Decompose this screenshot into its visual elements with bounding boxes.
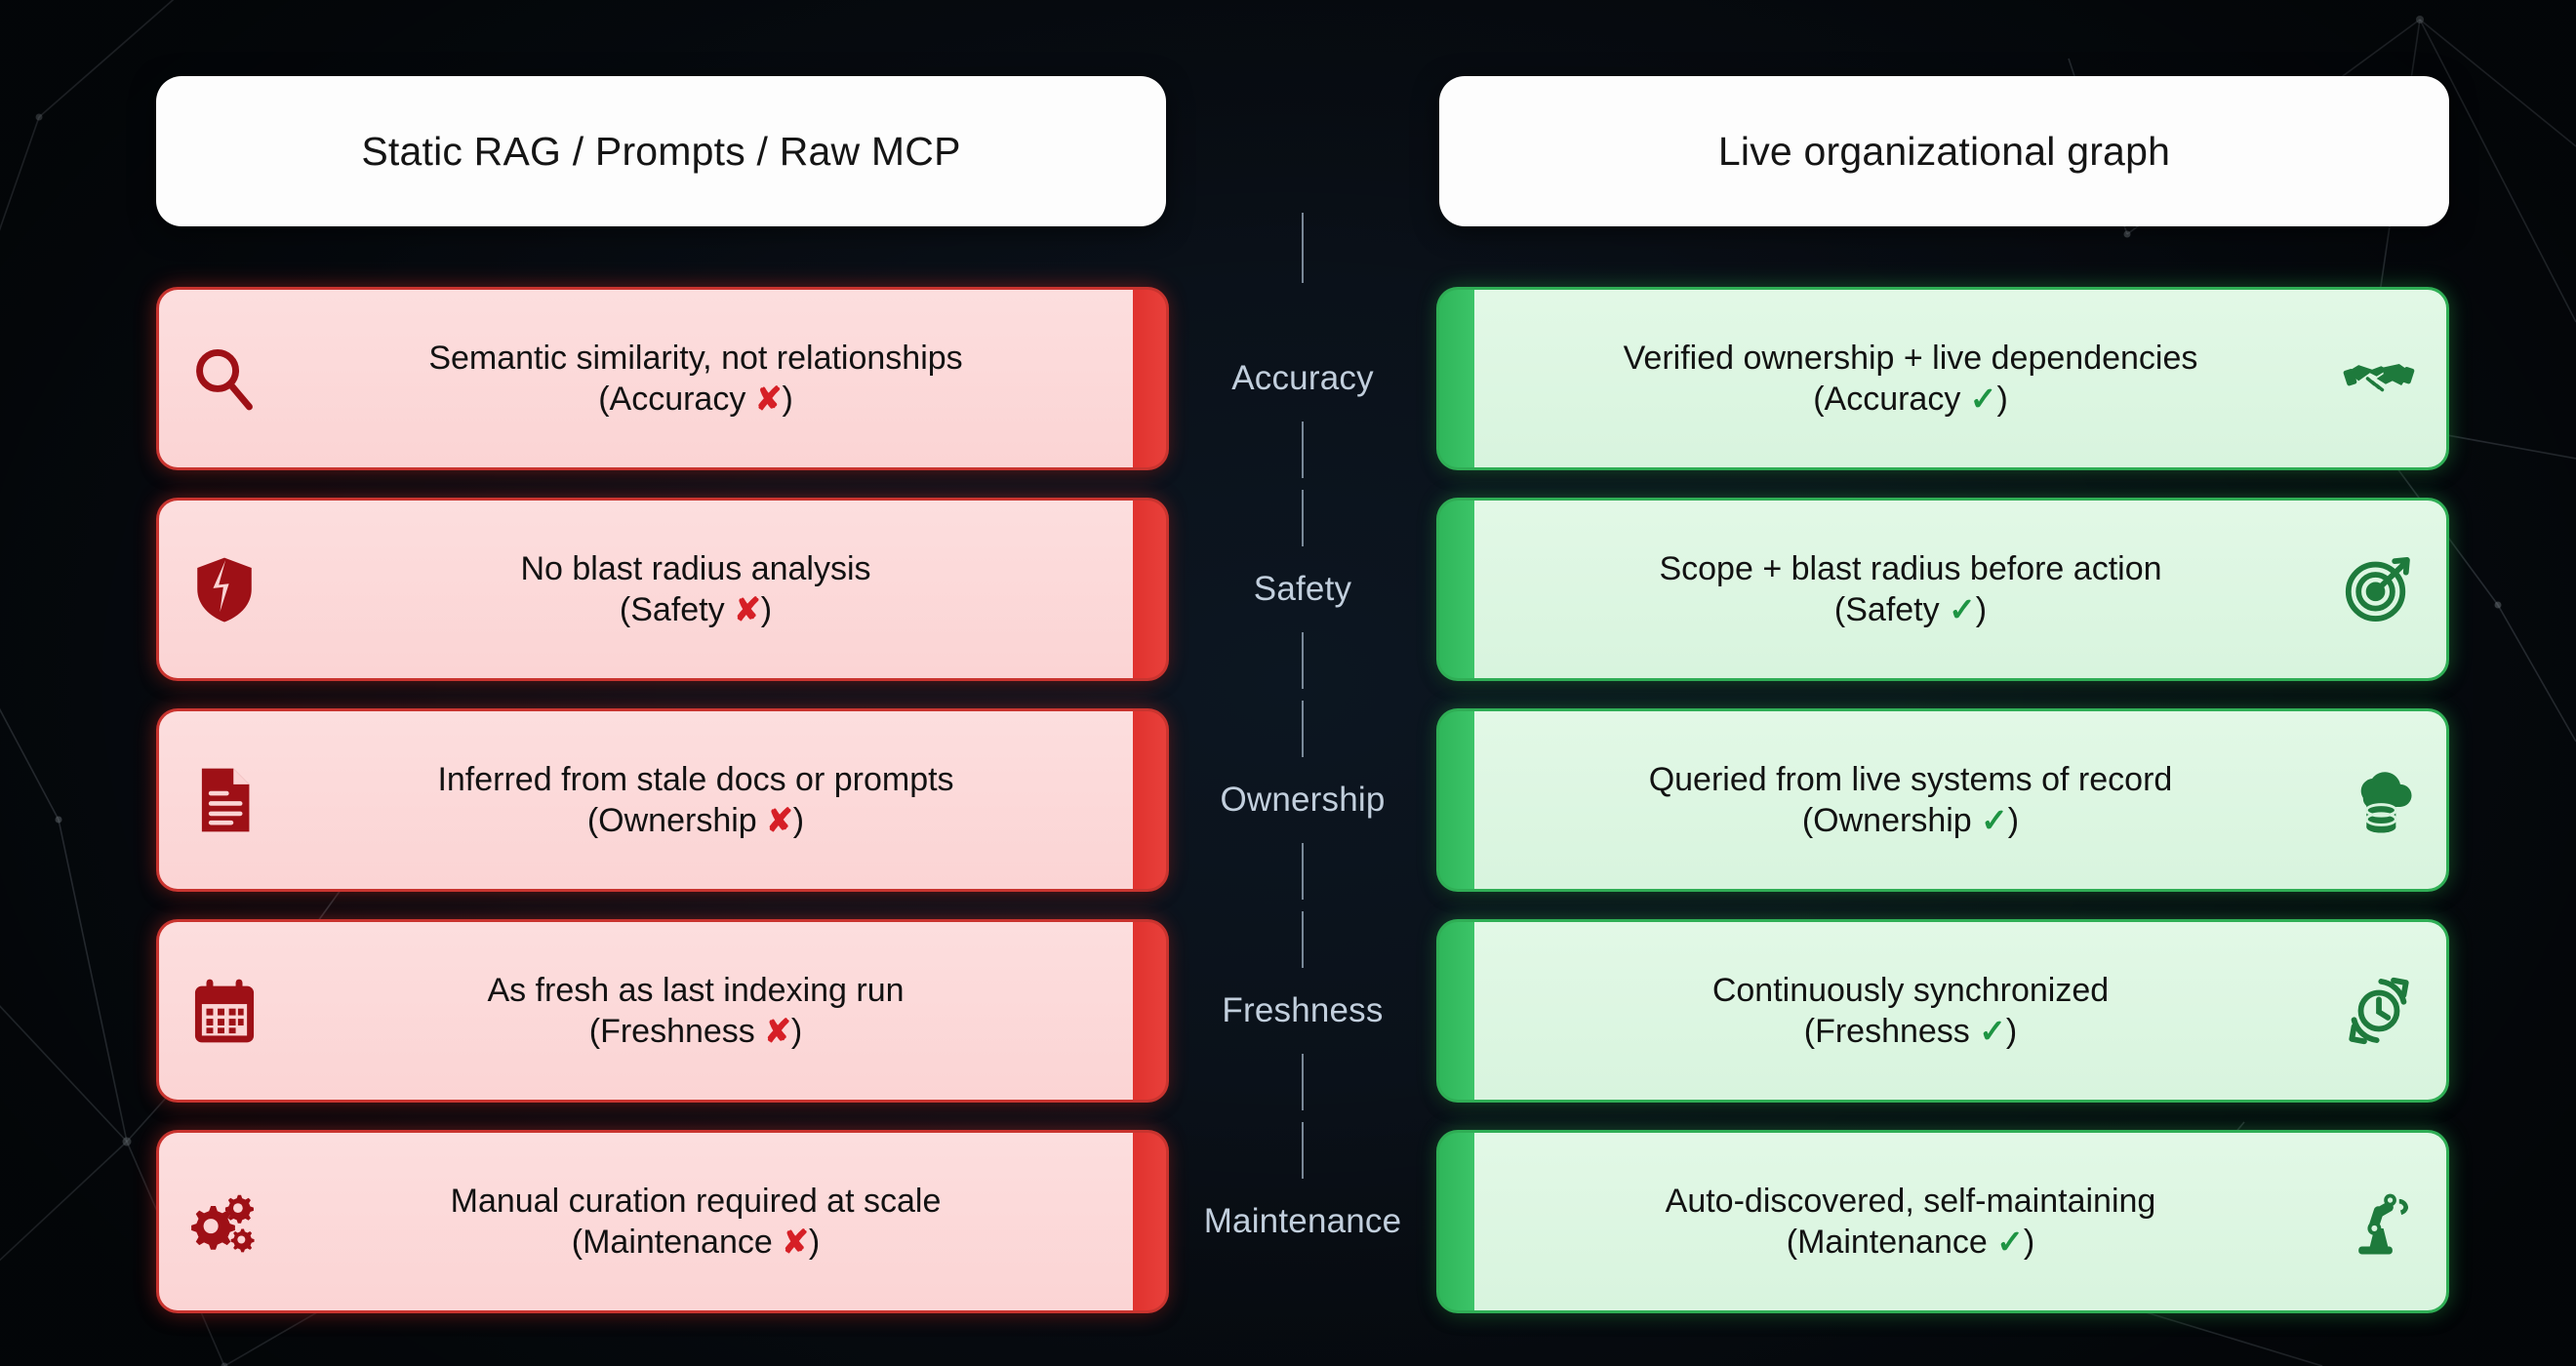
card-bad-maintenance: Manual curation required at scale (Maint… [156, 1130, 1169, 1313]
row-ownership-bad: Inferred from stale docs or prompts (Own… [156, 695, 1169, 905]
card-line2: (Accuracy ✓) [1813, 381, 2008, 418]
card-good-maintenance: Auto-discovered, self-maintaining (Maint… [1436, 1130, 2449, 1313]
divider-segment [1302, 422, 1304, 478]
card-text: Auto-discovered, self-maintaining (Maint… [1484, 1181, 2337, 1263]
criterion-label: Safety [1253, 570, 1352, 608]
row-accuracy-good: Verified ownership + live dependencies (… [1436, 273, 2449, 484]
header-pill-right: Live organizational graph [1439, 76, 2449, 226]
divider-segment [1302, 1122, 1304, 1179]
cross-icon: ✘ [734, 591, 761, 627]
card-text: Scope + blast radius before action (Safe… [1484, 548, 2337, 630]
card-line1: No blast radius analysis [520, 549, 871, 587]
card-text: No blast radius analysis (Safety ✘) [266, 548, 1125, 630]
check-icon: ✓ [1996, 1224, 2024, 1260]
card-bad-accuracy: Semantic similarity, not relationships (… [156, 287, 1169, 470]
card-line1: Verified ownership + live dependencies [1623, 339, 2198, 377]
card-line2: (Maintenance ✘) [571, 1224, 821, 1261]
row-safety-good: Scope + blast radius before action (Safe… [1436, 484, 2449, 695]
card-bad-freshness: As fresh as last indexing run (Freshness… [156, 919, 1169, 1103]
cross-icon: ✘ [782, 1224, 809, 1260]
card-line1: Queried from live systems of record [1648, 760, 2173, 798]
card-line2: (Freshness ✘) [588, 1013, 803, 1050]
cloud-database-icon [2337, 758, 2421, 842]
criterion-safety: Safety [1166, 422, 1439, 757]
magnifier-icon [182, 337, 266, 421]
card-good-freshness: Continuously synchronized (Freshness ✓) [1436, 919, 2449, 1103]
divider-segment [1302, 490, 1304, 546]
cross-icon: ✘ [754, 381, 783, 417]
cross-icon: ✘ [764, 1013, 791, 1049]
divider-segment [1302, 911, 1304, 968]
criterion-ownership: Ownership [1166, 632, 1439, 968]
check-icon: ✓ [1981, 802, 2008, 838]
document-icon [182, 758, 266, 842]
card-line1: Semantic similarity, not relationships [428, 339, 963, 377]
check-icon: ✓ [1979, 1013, 2006, 1049]
card-line1: Manual curation required at scale [450, 1182, 942, 1220]
card-line2: (Accuracy ✘) [598, 381, 793, 418]
row-ownership-good: Queried from live systems of record (Own… [1436, 695, 2449, 905]
criterion-label: Ownership [1220, 781, 1386, 819]
card-line2: (Freshness ✓) [1803, 1013, 2018, 1050]
card-line2: (Maintenance ✓) [1786, 1224, 2035, 1261]
criterion-label: Maintenance [1203, 1202, 1402, 1240]
row-maintenance-good: Auto-discovered, self-maintaining (Maint… [1436, 1116, 2449, 1327]
card-line1: Inferred from stale docs or prompts [437, 760, 954, 798]
divider-segment [1302, 632, 1304, 689]
card-text: Manual curation required at scale (Maint… [266, 1181, 1125, 1263]
card-text: Continuously synchronized (Freshness ✓) [1484, 970, 2337, 1052]
check-icon: ✓ [1969, 381, 1997, 417]
card-good-accuracy: Verified ownership + live dependencies (… [1436, 287, 2449, 470]
card-line2: (Ownership ✓) [1801, 802, 2020, 839]
calendar-icon [182, 969, 266, 1053]
divider-segment [1302, 1054, 1304, 1110]
row-freshness-bad: As fresh as last indexing run (Freshness… [156, 905, 1169, 1116]
criterion-label: Freshness [1222, 991, 1384, 1029]
header-label-right: Live organizational graph [1717, 128, 2171, 174]
broken-shield-icon [182, 547, 266, 631]
row-accuracy-bad: Semantic similarity, not relationships (… [156, 273, 1169, 484]
card-bad-ownership: Inferred from stale docs or prompts (Own… [156, 708, 1169, 892]
criterion-freshness: Freshness [1166, 843, 1439, 1179]
card-text: Verified ownership + live dependencies (… [1484, 338, 2337, 420]
clock-sync-icon [2337, 969, 2421, 1053]
card-text: Queried from live systems of record (Own… [1484, 759, 2337, 841]
cross-icon: ✘ [766, 802, 793, 838]
robot-arm-icon [2337, 1180, 2421, 1264]
card-text: Semantic similarity, not relationships (… [266, 338, 1125, 420]
divider-segment [1302, 213, 1304, 283]
card-line1: Continuously synchronized [1711, 971, 2110, 1009]
card-bad-safety: No blast radius analysis (Safety ✘) [156, 498, 1169, 681]
card-line2: (Ownership ✘) [586, 802, 805, 839]
card-text: As fresh as last indexing run (Freshness… [266, 970, 1125, 1052]
card-line1: As fresh as last indexing run [487, 971, 905, 1009]
divider-segment [1302, 701, 1304, 757]
card-line2: (Safety ✘) [619, 591, 773, 628]
card-line2: (Safety ✓) [1833, 591, 1988, 628]
header-label-left: Static RAG / Prompts / Raw MCP [361, 128, 961, 174]
gears-icon [182, 1180, 266, 1264]
criterion-accuracy: Accuracy [1166, 213, 1439, 546]
criterion-label: Accuracy [1231, 359, 1374, 397]
handshake-icon [2337, 337, 2421, 421]
row-maintenance-bad: Manual curation required at scale (Maint… [156, 1116, 1169, 1327]
card-line1: Scope + blast radius before action [1659, 549, 2162, 587]
card-good-safety: Scope + blast radius before action (Safe… [1436, 498, 2449, 681]
row-freshness-good: Continuously synchronized (Freshness ✓) [1436, 905, 2449, 1116]
check-icon: ✓ [1949, 591, 1976, 627]
row-safety-bad: No blast radius analysis (Safety ✘) [156, 484, 1169, 695]
divider-segment [1302, 843, 1304, 900]
target-arrow-icon [2337, 547, 2421, 631]
card-good-ownership: Queried from live systems of record (Own… [1436, 708, 2449, 892]
criterion-maintenance: Maintenance [1166, 1054, 1439, 1327]
header-pill-left: Static RAG / Prompts / Raw MCP [156, 76, 1166, 226]
card-text: Inferred from stale docs or prompts (Own… [266, 759, 1125, 841]
card-line1: Auto-discovered, self-maintaining [1665, 1182, 2156, 1220]
